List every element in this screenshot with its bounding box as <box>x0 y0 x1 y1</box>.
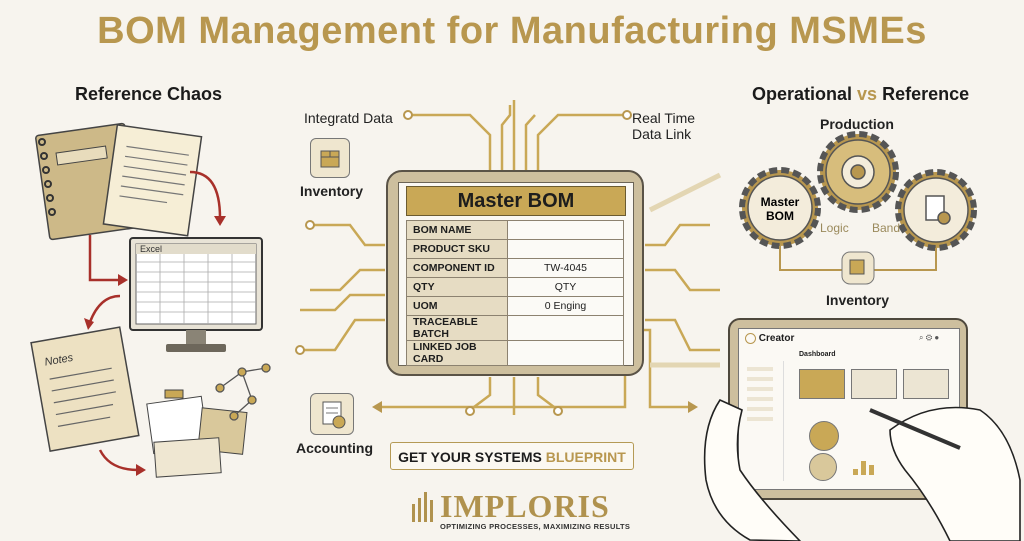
gear-production-icon <box>817 131 899 213</box>
accounting-box-icon <box>310 393 354 435</box>
bom-field-value[interactable]: TW-4045 <box>507 258 624 278</box>
svg-text:Band: Band <box>872 221 900 235</box>
app-name: Creator <box>745 333 794 344</box>
svg-text:Master: Master <box>761 195 800 209</box>
bom-field-label: UOM <box>406 296 508 316</box>
bom-field-label: LINKED JOB CARD <box>406 340 508 366</box>
reference-chaos-illustration: Excel Notes <box>30 122 271 478</box>
bom-field-label: PRODUCT SKU <box>406 239 508 259</box>
bom-row: LINKED JOB CARD <box>406 340 624 366</box>
bom-field-value[interactable]: QTY <box>507 277 624 297</box>
bom-field-label: QTY <box>406 277 508 297</box>
sticky-notes-icon <box>146 389 248 478</box>
accounting-label: Accounting <box>296 440 373 456</box>
cta-blueprint-button[interactable]: GET YOUR SYSTEMS BLUEPRINT <box>390 442 634 470</box>
inventory-box-icon <box>310 138 350 178</box>
bar-chart-icon <box>851 459 881 475</box>
bom-field-value[interactable] <box>507 239 624 259</box>
bom-field-value[interactable] <box>507 315 624 341</box>
dashboard-card-status[interactable] <box>903 369 949 399</box>
toolbar-icons: ⌕ ⚙ ● <box>919 333 940 342</box>
right-heading: Operational vs Reference <box>752 84 970 104</box>
inventory-label-left: Inventory <box>300 183 364 199</box>
dashboard-card-alert[interactable] <box>851 369 897 399</box>
network-graph-icon <box>215 363 271 421</box>
svg-text:BOM: BOM <box>766 209 794 223</box>
dashboard-sidebar[interactable] <box>743 361 784 481</box>
bom-row: TRACEABLE BATCH <box>406 315 624 341</box>
bom-row: BOM NAME <box>406 220 624 240</box>
hands-illustration <box>703 398 1021 541</box>
excel-monitor-icon: Excel <box>129 237 263 352</box>
master-bom-title: Master BOM <box>406 186 626 216</box>
brand-name: IMPLORIS <box>440 488 610 524</box>
dashboard-title: Dashboard <box>799 351 836 358</box>
document-check-icon <box>322 401 346 429</box>
page-title: BOM Management for Manufacturing MSMEs <box>97 10 927 52</box>
bom-field-label: BOM NAME <box>406 220 508 240</box>
brand-logo-icon <box>412 492 433 522</box>
svg-text:Excel: Excel <box>140 244 162 254</box>
document-icon <box>102 124 203 237</box>
flow-arrows <box>88 170 222 472</box>
gear-master-icon <box>739 167 821 249</box>
creator-dashboard-screen: Creator ⌕ ⚙ ● Dashboard <box>738 328 960 490</box>
package-icon <box>320 150 340 168</box>
svg-text:Notes: Notes <box>44 352 75 369</box>
brand-tagline: OPTIMIZING PROCESSES, MAXIMIZING RESULTS <box>440 522 631 531</box>
gears-illustration: Master BOM Logic Band <box>739 131 977 285</box>
gear-document-icon <box>895 169 977 251</box>
bom-field-value[interactable] <box>507 340 624 366</box>
production-label: Production <box>820 116 894 132</box>
pie-chart-icon-2 <box>809 453 837 481</box>
bom-field-value[interactable]: 0 Enging <box>507 296 624 316</box>
integrated-data-label: Integratd Data <box>304 110 393 126</box>
notes-icon: Notes <box>30 326 140 452</box>
creator-logo-icon <box>745 333 756 344</box>
bom-field-label: COMPONENT ID <box>406 258 508 278</box>
pie-chart-icon <box>809 421 839 451</box>
left-heading: Reference Chaos <box>75 84 223 104</box>
stylus-icon <box>869 408 961 450</box>
bom-field-value[interactable] <box>507 220 624 240</box>
bom-row: PRODUCT SKU <box>406 239 624 259</box>
dashboard-card-chart[interactable] <box>799 369 845 399</box>
inventory-label-right: Inventory <box>826 292 890 308</box>
svg-text:Logic: Logic <box>820 221 849 235</box>
bom-field-label: TRACEABLE BATCH <box>406 315 508 341</box>
